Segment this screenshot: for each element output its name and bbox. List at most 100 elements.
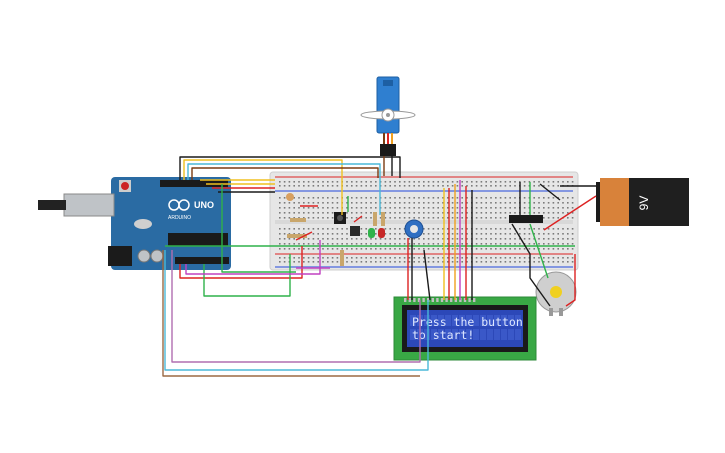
breadboard-hole — [399, 243, 401, 245]
breadboard-hole — [279, 261, 281, 263]
breadboard-hole — [303, 243, 305, 245]
breadboard-hole — [451, 248, 454, 250]
breadboard-hole — [327, 217, 329, 219]
breadboard-hole — [461, 228, 463, 230]
breadboard-hole — [538, 185, 540, 187]
breadboard-hole — [341, 238, 343, 240]
breadboard-hole — [317, 243, 319, 245]
digital-header — [160, 180, 228, 187]
breadboard-hole — [399, 185, 401, 187]
dc-motor[interactable] — [535, 271, 577, 316]
breadboard-hole — [461, 197, 463, 199]
breadboard-hole — [322, 181, 324, 183]
breadboard-hole — [432, 207, 435, 209]
breadboard-hole — [571, 248, 574, 250]
lcd-16x2[interactable]: Press the button to start! — [393, 296, 537, 361]
lcd-pin — [413, 298, 416, 302]
breadboard-hole — [423, 233, 425, 235]
breadboard-hole — [514, 202, 516, 204]
breadboard-hole — [490, 212, 492, 214]
breadboard-hole — [519, 257, 521, 259]
lcd-cell — [494, 315, 500, 326]
breadboard-hole — [461, 233, 463, 235]
breadboard-hole — [303, 202, 305, 204]
breadboard-hole — [451, 233, 454, 235]
battery-9v[interactable]: 9V — [596, 178, 689, 226]
breadboard-hole — [413, 207, 415, 209]
breadboard-hole — [514, 207, 516, 209]
breadboard-hole — [562, 261, 564, 263]
servo-motor[interactable] — [360, 76, 416, 156]
arduino-board — [111, 177, 231, 270]
breadboard-hole — [451, 228, 454, 230]
breadboard-hole — [346, 202, 348, 204]
breadboard-hole — [403, 181, 406, 183]
breadboard-hole — [288, 207, 291, 209]
breadboard-hole — [413, 212, 415, 214]
breadboard-hole — [394, 238, 396, 240]
breadboard-hole — [365, 202, 367, 204]
breadboard-hole — [336, 233, 339, 235]
lcd-cell — [466, 329, 472, 340]
breadboard-hole — [399, 228, 401, 230]
breadboard-hole — [303, 212, 305, 214]
breadboard-components — [286, 193, 543, 266]
breadboard-hole — [423, 261, 425, 263]
photoresistor — [286, 193, 294, 201]
breadboard-hole — [451, 238, 454, 240]
breadboard-hole — [538, 181, 540, 183]
wire-yellow-top — [183, 159, 343, 215]
ic-chip — [509, 215, 543, 223]
breadboard-hole — [423, 212, 425, 214]
breadboard-hole — [475, 197, 478, 199]
resistor-3 — [373, 212, 377, 226]
breadboard-hole — [504, 217, 507, 219]
breadboard-hole — [384, 185, 387, 187]
breadboard-hole — [355, 257, 358, 259]
breadboard-hole — [375, 238, 377, 240]
breadboard-hole — [466, 197, 468, 199]
breadboard-hole — [475, 228, 478, 230]
breadboard-hole — [360, 197, 363, 199]
lcd-cell — [508, 329, 514, 340]
breadboard-hole — [346, 212, 348, 214]
breadboard-hole — [562, 248, 564, 250]
breadboard-hole — [533, 197, 535, 199]
arduino-uno[interactable]: UNO ARDUINO — [38, 177, 231, 270]
wire-black-top — [179, 156, 401, 180]
breadboard-hole — [408, 238, 411, 240]
breadboard-hole — [499, 248, 502, 250]
breadboard-hole — [499, 238, 502, 240]
breadboard-hole — [451, 207, 454, 209]
breadboard-hole — [427, 233, 430, 235]
breadboard-hole — [533, 257, 535, 259]
breadboard-hole — [360, 238, 363, 240]
breadboard-hole — [427, 261, 430, 263]
breadboard-hole — [331, 197, 334, 199]
battery-label: 9V — [637, 196, 651, 211]
battery-body-copper — [600, 178, 630, 226]
wire-motor-red — [565, 254, 576, 307]
breadboard-hole — [351, 181, 353, 183]
breadboard-hole — [370, 257, 372, 259]
breadboard-hole — [370, 212, 372, 214]
breadboard-hole — [346, 233, 348, 235]
breadboard-hole — [394, 248, 396, 250]
breadboard-hole — [293, 212, 295, 214]
breadboard-hole — [475, 202, 478, 204]
breadboard-hole — [519, 248, 521, 250]
breadboard-hole — [480, 181, 483, 183]
breadboard-hole — [451, 243, 454, 245]
breadboard-hole — [485, 181, 487, 183]
breadboard-hole — [317, 212, 319, 214]
breadboard-hole — [331, 238, 334, 240]
breadboard-hole — [571, 207, 574, 209]
breadboard-hole — [365, 217, 367, 219]
breadboard-hole — [346, 248, 348, 250]
breadboard-hole — [288, 248, 291, 250]
breadboard-hole — [456, 197, 459, 199]
breadboard-hole — [495, 202, 497, 204]
breadboard-hole — [283, 181, 286, 183]
breadboard-hole — [514, 185, 516, 187]
